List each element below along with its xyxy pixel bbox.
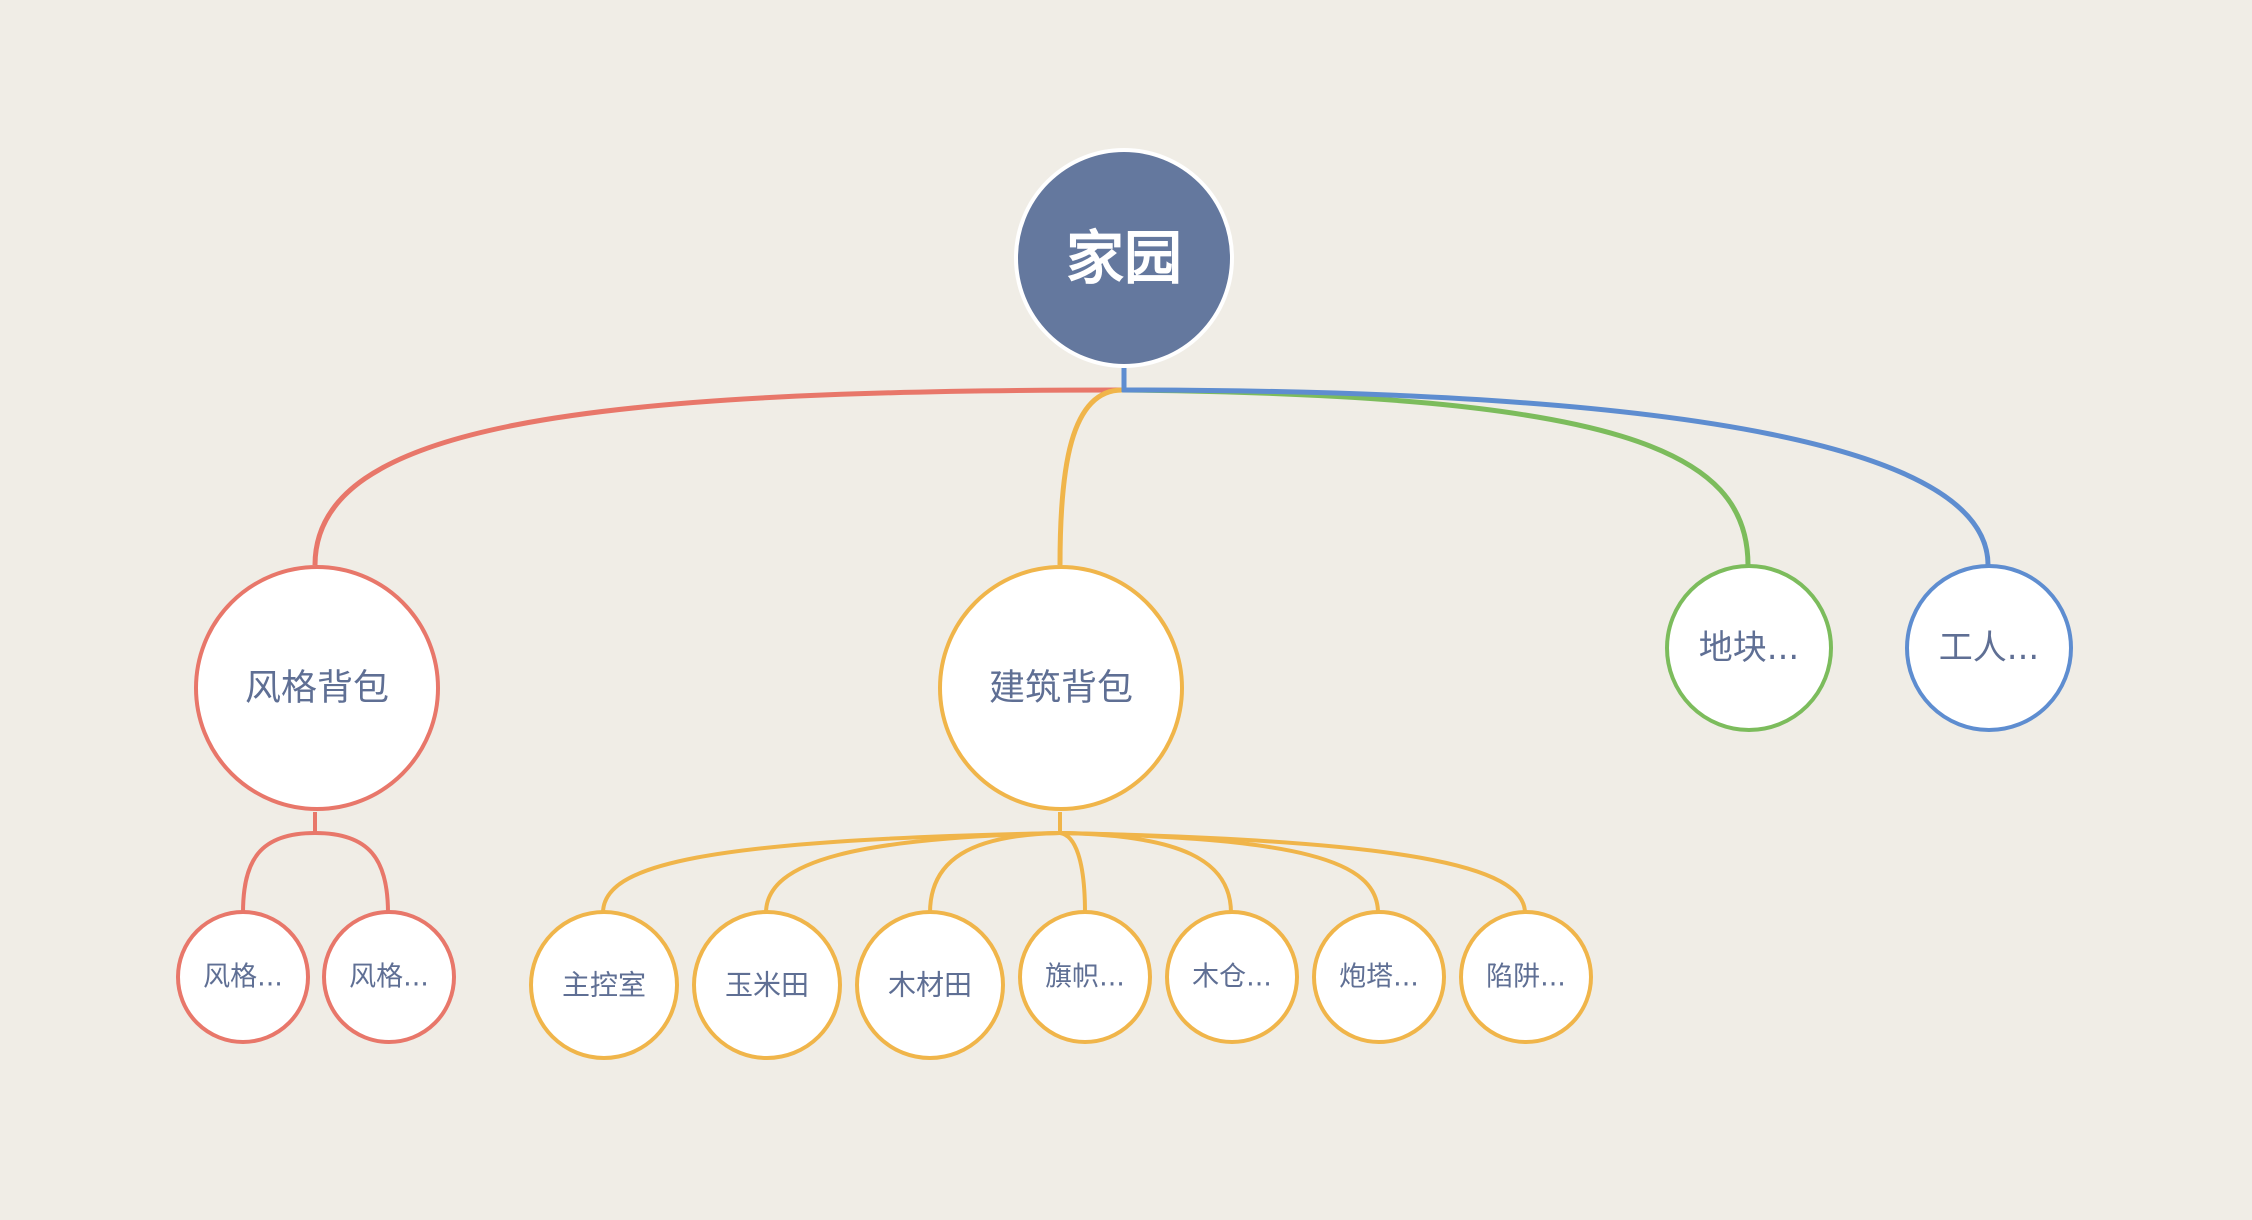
root-node-label: 家园: [1066, 224, 1182, 292]
workers-label: 工人...: [1939, 628, 2039, 668]
leaf-node-timber-field[interactable]: 木材田: [855, 910, 1005, 1060]
leaf-label: 陷阱...: [1486, 962, 1566, 993]
building-backpack-label: 建筑背包: [989, 668, 1133, 709]
leaf-circle: [1459, 910, 1593, 1044]
leaf-circle: [1312, 910, 1446, 1044]
branch-node-plots[interactable]: 地块...: [1665, 564, 1833, 732]
leaf-circle: [322, 910, 456, 1044]
leaf-circle: [1018, 910, 1152, 1044]
root-node-circle: [1014, 148, 1234, 368]
leaf-circle: [855, 910, 1005, 1060]
plots-circle: [1665, 564, 1833, 732]
branch-node-workers[interactable]: 工人...: [1905, 564, 2073, 732]
leaf-node-flag[interactable]: 旗帜...: [1018, 910, 1152, 1044]
building-backpack-circle: [938, 565, 1184, 811]
leaf-label: 风格...: [203, 962, 283, 993]
edge-building-backpack-child: [1059, 831, 1527, 914]
edge-style-backpack-child: [314, 831, 390, 914]
edge-building-backpack-child: [601, 831, 1061, 914]
edge-building-backpack-child: [1059, 831, 1087, 914]
leaf-circle: [176, 910, 310, 1044]
edge-building-backpack-child: [928, 831, 1061, 914]
leaf-node-turret[interactable]: 炮塔...: [1312, 910, 1446, 1044]
leaf-label: 木材田: [888, 969, 972, 1002]
leaf-label: 玉米田: [725, 969, 809, 1002]
edge-root-to-plots: [1121, 387, 1751, 566]
edge-root-to-workers: [1121, 387, 1991, 566]
branch-node-style-backpack[interactable]: 风格背包: [194, 565, 440, 811]
leaf-node-corn-field[interactable]: 玉米田: [692, 910, 842, 1060]
style-backpack-label: 风格背包: [245, 668, 389, 709]
leaf-node-style-1[interactable]: 风格...: [176, 910, 310, 1044]
edge-style-backpack-child: [241, 831, 316, 914]
leaf-circle: [692, 910, 842, 1060]
plots-label: 地块...: [1699, 628, 1799, 668]
edge-root-to-style-backpack: [312, 387, 1123, 566]
leaf-label: 风格...: [349, 962, 429, 993]
leaf-node-control-room[interactable]: 主控室: [529, 910, 679, 1060]
leaf-node-wood-storage[interactable]: 木仓...: [1165, 910, 1299, 1044]
leaf-circle: [529, 910, 679, 1060]
leaf-node-style-2[interactable]: 风格...: [322, 910, 456, 1044]
connectors: [241, 368, 1991, 914]
root-node[interactable]: 家园: [1014, 148, 1234, 368]
leaf-circle: [1165, 910, 1299, 1044]
leaf-label: 木仓...: [1192, 962, 1272, 993]
leaf-label: 炮塔...: [1339, 962, 1419, 993]
style-backpack-circle: [194, 565, 440, 811]
leaf-node-trap[interactable]: 陷阱...: [1459, 910, 1593, 1044]
edge-root-to-building-backpack: [1057, 387, 1123, 566]
leaf-label: 主控室: [562, 969, 646, 1002]
workers-circle: [1905, 564, 2073, 732]
edge-building-backpack-child: [764, 831, 1061, 914]
leaf-label: 旗帜...: [1045, 962, 1125, 993]
branch-node-building-backpack[interactable]: 建筑背包: [938, 565, 1184, 811]
